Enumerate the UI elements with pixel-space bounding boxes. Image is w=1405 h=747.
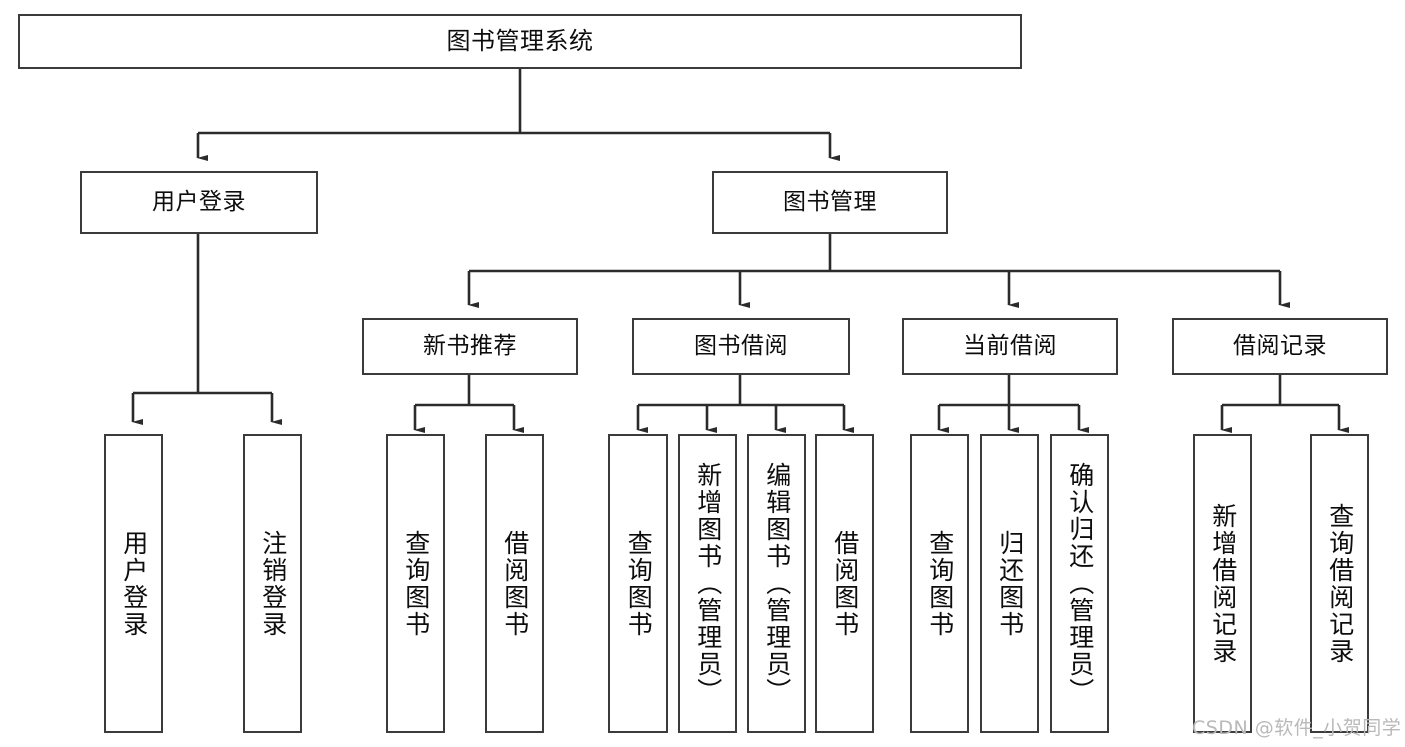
node-leaf-return-book[interactable]: 归还图书 xyxy=(980,434,1039,733)
node-leaf-add-record-label: 新增借阅记录 xyxy=(1208,502,1238,665)
node-leaf-query-book-1-label: 查询图书 xyxy=(401,529,431,638)
node-leaf-return-book-label: 归还图书 xyxy=(995,529,1025,638)
node-leaf-borrow-book-1[interactable]: 借阅图书 xyxy=(485,434,544,733)
node-leaf-query-book-2[interactable]: 查询图书 xyxy=(608,434,668,733)
node-root[interactable]: 图书管理系统 xyxy=(18,14,1022,69)
node-borrow-record[interactable]: 借阅记录 xyxy=(1172,318,1388,375)
node-leaf-borrow-book-1-label: 借阅图书 xyxy=(500,529,530,638)
node-leaf-query-record-label: 查询借阅记录 xyxy=(1325,502,1355,665)
node-leaf-query-record[interactable]: 查询借阅记录 xyxy=(1310,434,1369,733)
node-user-login-label: 用户登录 xyxy=(152,188,246,215)
node-new-book-recommend[interactable]: 新书推荐 xyxy=(362,318,578,375)
node-book-manage-label: 图书管理 xyxy=(783,188,877,215)
node-book-borrow[interactable]: 图书借阅 xyxy=(632,318,850,375)
node-leaf-query-book-1[interactable]: 查询图书 xyxy=(386,434,445,733)
node-leaf-borrow-book-2[interactable]: 借阅图书 xyxy=(815,434,874,733)
node-leaf-add-book-label: 新增图书（管理员） xyxy=(693,462,723,705)
node-leaf-user-login-label: 用户登录 xyxy=(119,529,149,638)
node-book-manage[interactable]: 图书管理 xyxy=(712,171,948,234)
node-book-borrow-label: 图书借阅 xyxy=(694,332,788,359)
node-user-login[interactable]: 用户登录 xyxy=(80,171,318,234)
node-root-label: 图书管理系统 xyxy=(446,27,594,56)
node-new-book-recommend-label: 新书推荐 xyxy=(423,332,517,359)
node-current-borrow[interactable]: 当前借阅 xyxy=(902,318,1118,375)
node-leaf-logout-login[interactable]: 注销登录 xyxy=(243,434,302,733)
node-leaf-add-book[interactable]: 新增图书（管理员） xyxy=(678,434,737,733)
node-leaf-add-record[interactable]: 新增借阅记录 xyxy=(1193,434,1252,733)
node-leaf-user-login[interactable]: 用户登录 xyxy=(104,434,163,733)
node-borrow-record-label: 借阅记录 xyxy=(1233,332,1327,359)
node-leaf-edit-book-label: 编辑图书（管理员） xyxy=(762,462,792,705)
node-leaf-confirm-return[interactable]: 确认归还（管理员） xyxy=(1050,434,1109,733)
node-leaf-confirm-return-label: 确认归还（管理员） xyxy=(1065,462,1095,705)
node-leaf-query-book-3-label: 查询图书 xyxy=(925,529,955,638)
node-leaf-query-book-2-label: 查询图书 xyxy=(624,529,654,638)
node-leaf-edit-book[interactable]: 编辑图书（管理员） xyxy=(747,434,806,733)
node-leaf-query-book-3[interactable]: 查询图书 xyxy=(910,434,969,733)
node-leaf-logout-login-label: 注销登录 xyxy=(258,529,288,638)
node-current-borrow-label: 当前借阅 xyxy=(963,332,1057,359)
node-leaf-borrow-book-2-label: 借阅图书 xyxy=(830,529,860,638)
